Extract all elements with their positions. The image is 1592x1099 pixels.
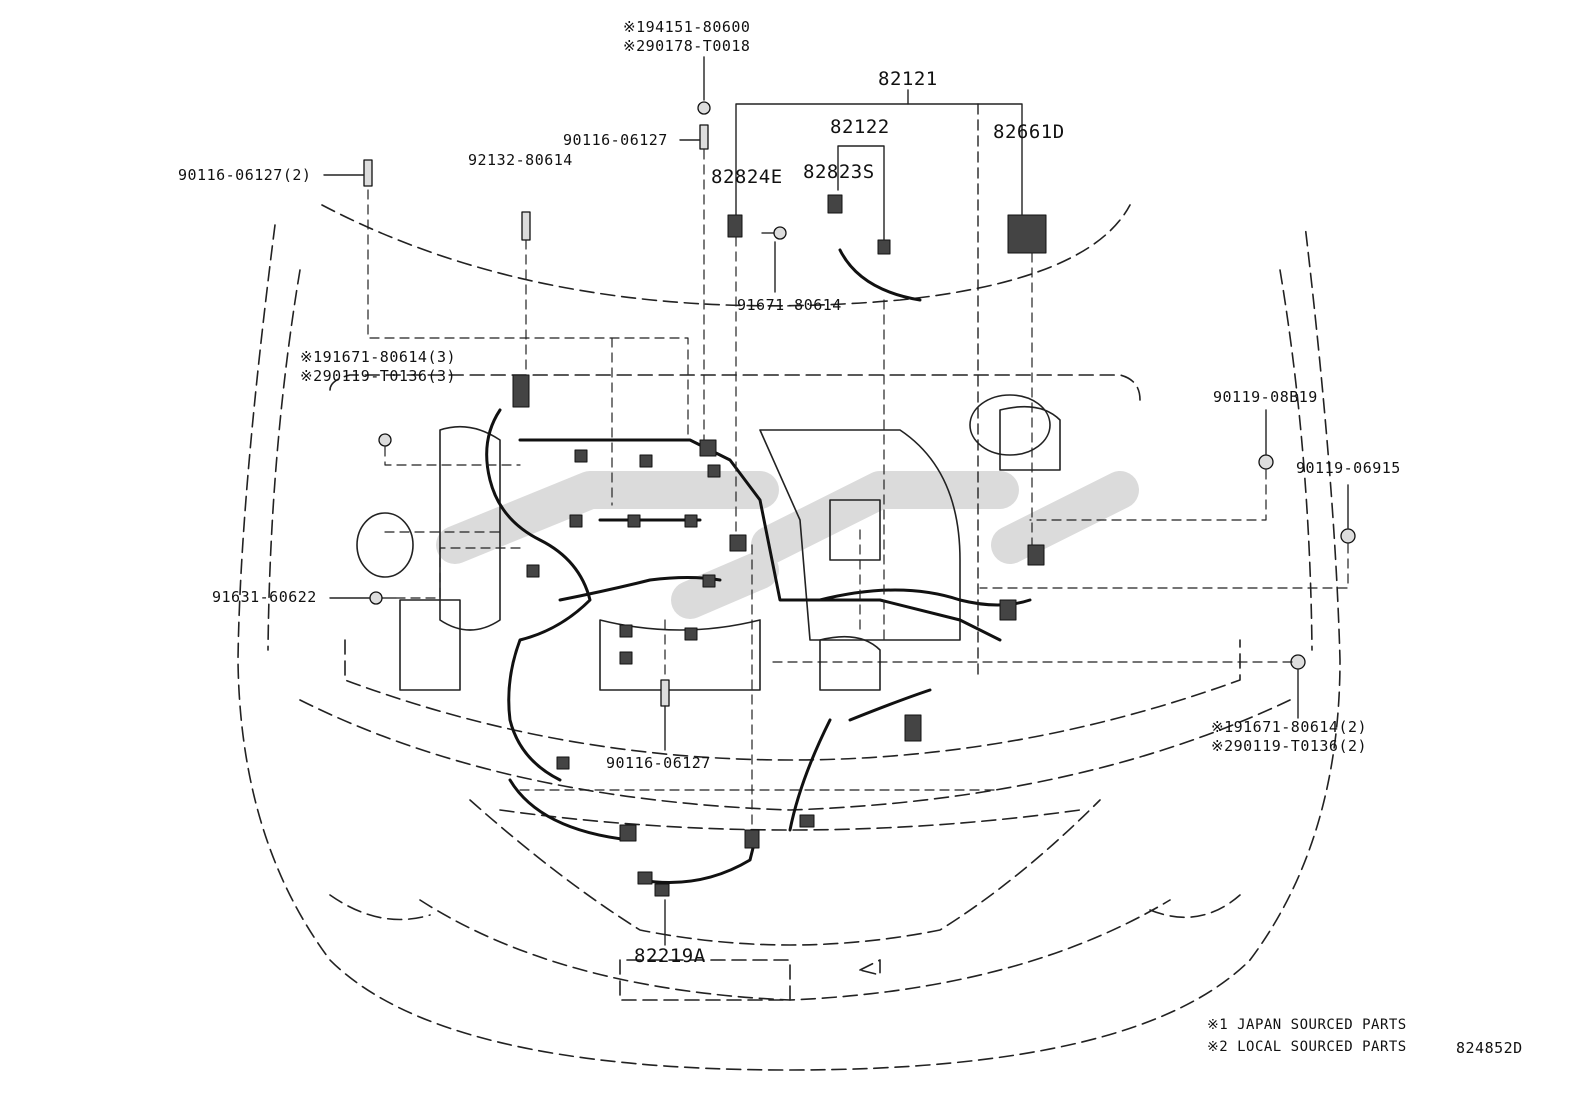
footnote-local-sourced: ※2 LOCAL SOURCED PARTS [1207, 1039, 1407, 1055]
label-90116-06127-top: 90116-06127 [563, 131, 668, 149]
label-91671-80614-qty3: ※191671-80614(3) [300, 348, 457, 366]
label-90116-06127-bottom: 90116-06127 [606, 754, 711, 772]
watermark [436, 471, 1139, 619]
engine-bay-internals [356, 394, 1061, 691]
label-90119-T0136-qty2: ※290119-T0136(2) [1211, 737, 1368, 755]
figure-id: 824852D [1456, 1039, 1523, 1057]
callout-91671-80614-90119-T0136-qty2: ※191671-80614(2) ※290119-T0136(2) [1211, 720, 1367, 754]
callout-91671-80614-90119-T0136-qty3: ※191671-80614(3) ※290119-T0136(3) [300, 350, 456, 384]
label-91671-80614: 91671-80614 [737, 296, 842, 314]
label-90119-T0136-qty3: ※290119-T0136(3) [300, 367, 457, 385]
label-82122: 82122 [830, 116, 890, 138]
label-90178-T0018: ※290178-T0018 [623, 37, 751, 55]
callout-94151-80600-90178-T0018: ※194151-80600 ※290178-T0018 [623, 20, 750, 54]
label-92132-80614: 92132-80614 [468, 151, 573, 169]
leader-lines [323, 56, 1349, 946]
label-90119-06915: 90119-06915 [1296, 459, 1401, 477]
reference-lines [367, 149, 1349, 831]
label-82219A: 82219A [634, 945, 706, 967]
label-90116-06127-qty2: 90116-06127(2) [178, 166, 312, 184]
label-91671-80614-qty2: ※191671-80614(2) [1211, 718, 1368, 736]
label-94151-80600: ※194151-80600 [623, 18, 751, 36]
label-82824E: 82824E [711, 166, 783, 188]
label-82661D: 82661D [993, 121, 1065, 143]
label-82121: 82121 [878, 68, 938, 90]
car-body-outline [237, 204, 1341, 1071]
label-82823S: 82823S [803, 161, 875, 183]
connectors [512, 194, 1047, 897]
label-90119-08B19: 90119-08B19 [1213, 388, 1318, 406]
footnote-japan-sourced: ※1 JAPAN SOURCED PARTS [1207, 1017, 1407, 1033]
label-91631-60622: 91631-60622 [212, 588, 317, 606]
